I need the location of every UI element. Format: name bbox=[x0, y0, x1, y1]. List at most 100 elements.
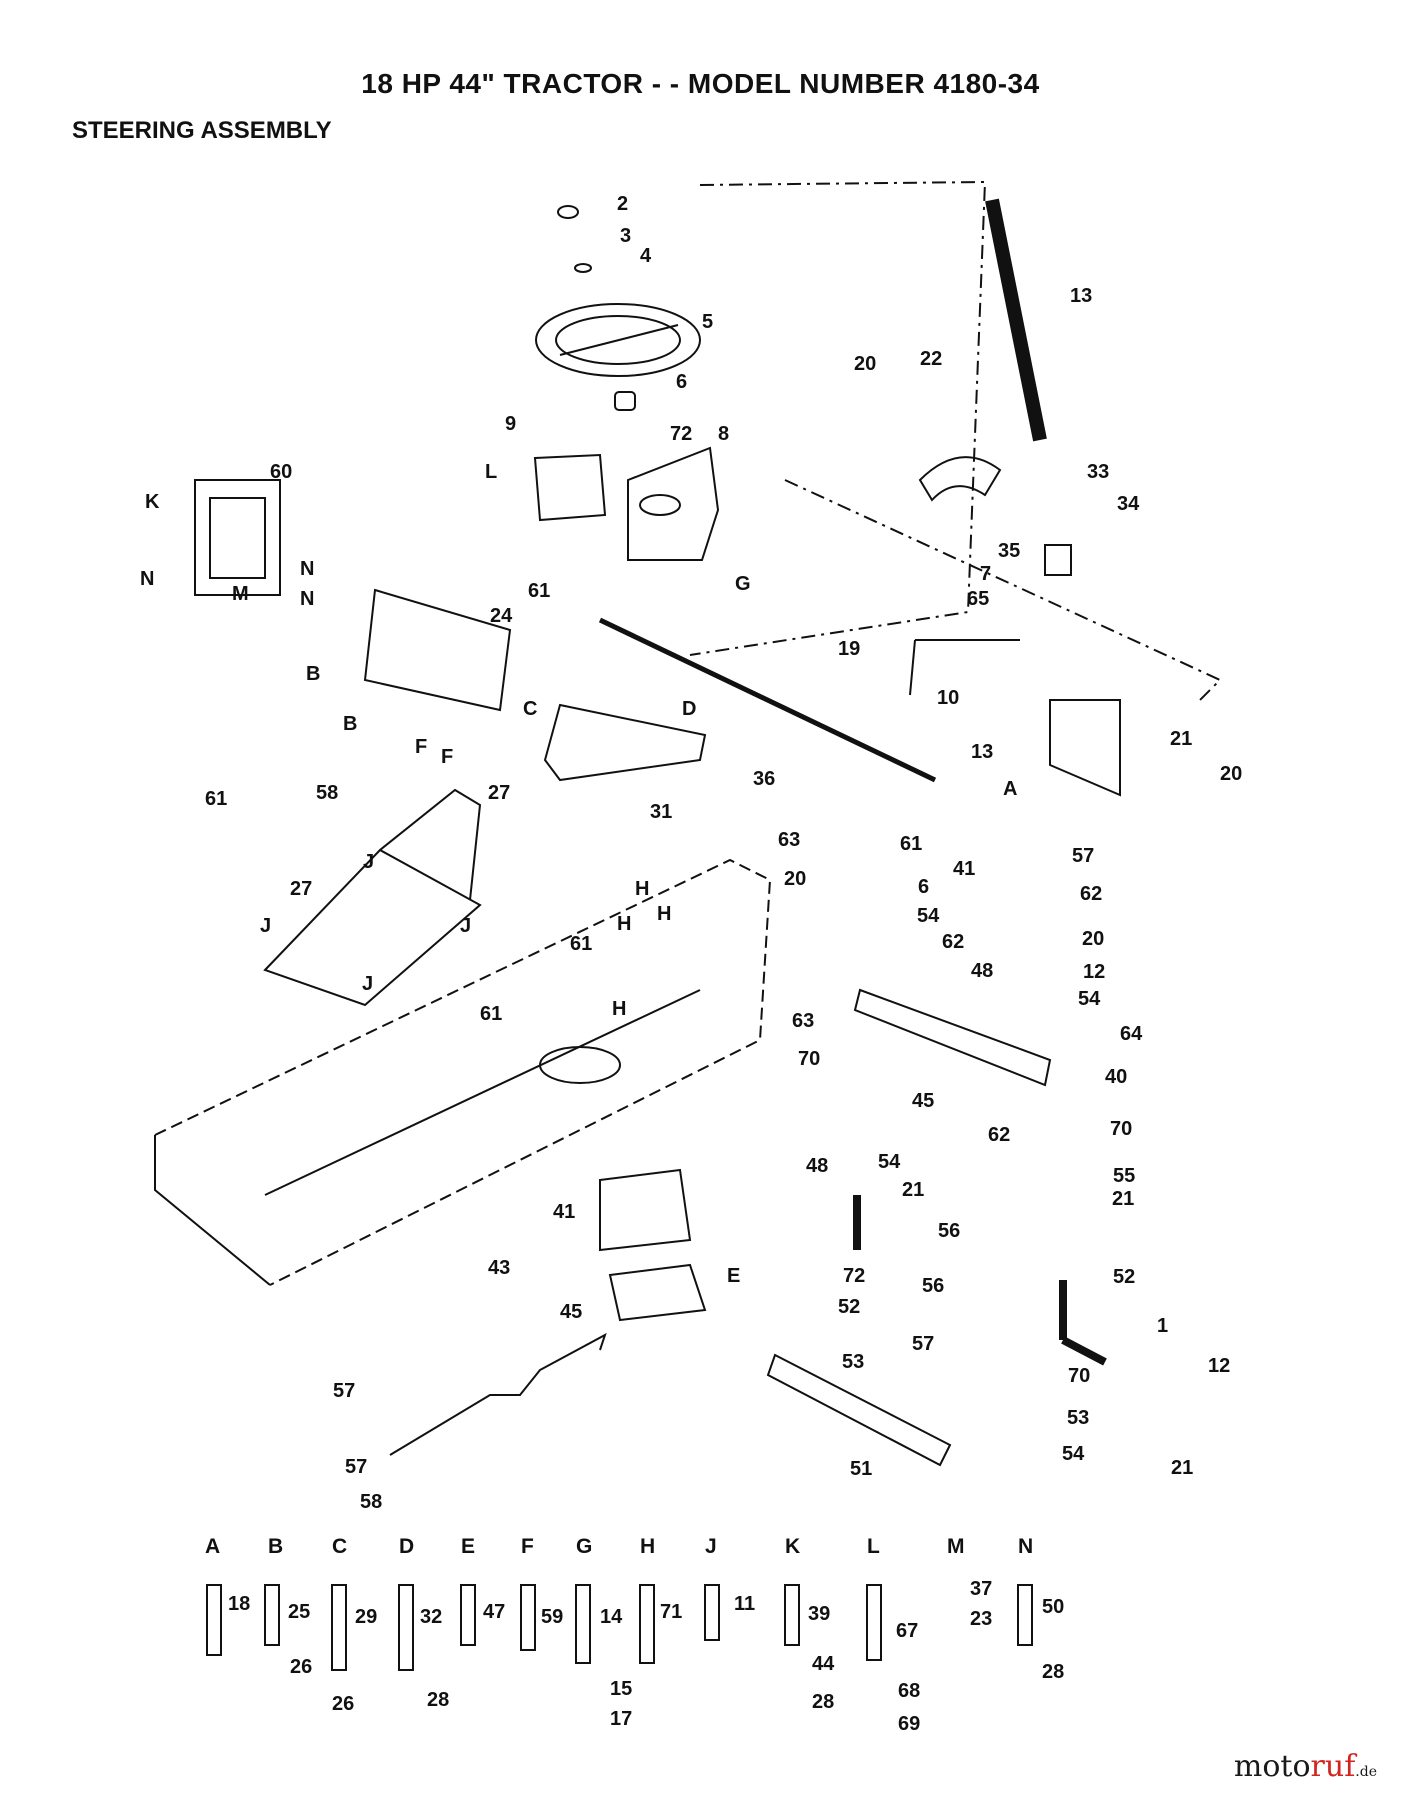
callout: 43 bbox=[488, 1257, 510, 1279]
svg-text:J: J bbox=[460, 915, 471, 937]
reference-letters: K N N N M B B L G C D F F J J J J H H H … bbox=[140, 461, 1017, 1287]
svg-text:H: H bbox=[657, 903, 671, 925]
callout: 1 bbox=[1157, 1315, 1168, 1337]
svg-text:J: J bbox=[363, 851, 374, 873]
svg-text:G: G bbox=[735, 573, 751, 595]
svg-text:28: 28 bbox=[427, 1689, 449, 1711]
callout: 6 bbox=[918, 876, 929, 898]
callout: 31 bbox=[650, 801, 672, 823]
frame-rail bbox=[154, 858, 772, 1286]
callout: 3 bbox=[620, 225, 631, 247]
callout: 7 bbox=[980, 563, 991, 585]
svg-text:H: H bbox=[640, 1535, 655, 1558]
svg-text:N: N bbox=[300, 558, 314, 580]
callout: 45 bbox=[912, 1090, 934, 1112]
callout: 61 bbox=[570, 933, 592, 955]
svg-text:18: 18 bbox=[228, 1593, 250, 1615]
callout: 34 bbox=[1117, 493, 1140, 515]
callout: 70 bbox=[798, 1048, 820, 1070]
washer bbox=[574, 263, 592, 273]
svg-text:C: C bbox=[523, 698, 537, 720]
callout: 62 bbox=[942, 931, 964, 953]
callout: 72 bbox=[843, 1265, 865, 1287]
svg-text:M: M bbox=[947, 1535, 965, 1558]
svg-text:H: H bbox=[617, 913, 631, 935]
callout: 54 bbox=[1062, 1443, 1085, 1465]
dash-guide bbox=[784, 479, 1222, 701]
callout: 54 bbox=[917, 905, 940, 927]
steering-arm bbox=[909, 639, 1020, 696]
callout: 20 bbox=[854, 353, 876, 375]
callout: 53 bbox=[842, 1351, 864, 1373]
callout: 57 bbox=[1072, 845, 1094, 867]
callout: 20 bbox=[1220, 763, 1242, 785]
callout: 6 bbox=[676, 371, 687, 393]
svg-text:C: C bbox=[332, 1535, 347, 1558]
callout-labels: 2 3 4 5 6 72 8 9 13 20 22 33 34 35 7 65 … bbox=[205, 193, 1242, 1513]
callout: 24 bbox=[490, 605, 513, 627]
site-logo: motoruf.de bbox=[1233, 1749, 1377, 1784]
svg-text:D: D bbox=[399, 1535, 414, 1558]
svg-text:N: N bbox=[140, 568, 154, 590]
callout: 5 bbox=[702, 311, 713, 333]
callout: 65 bbox=[967, 588, 989, 610]
svg-text:E: E bbox=[461, 1535, 475, 1558]
svg-text:67: 67 bbox=[896, 1620, 918, 1642]
callout: 55 bbox=[1113, 1165, 1135, 1187]
svg-text:D: D bbox=[682, 698, 696, 720]
callout: 12 bbox=[1083, 961, 1105, 983]
callout: 58 bbox=[316, 782, 338, 804]
svg-text:28: 28 bbox=[1042, 1661, 1064, 1683]
svg-text:71: 71 bbox=[660, 1601, 682, 1623]
svg-text:L: L bbox=[485, 461, 497, 483]
callout: 2 bbox=[617, 193, 628, 215]
steering-shaft bbox=[985, 198, 1047, 442]
svg-text:J: J bbox=[705, 1535, 717, 1558]
callout: 70 bbox=[1068, 1365, 1090, 1387]
callout: 60 bbox=[270, 461, 292, 483]
callout: 51 bbox=[850, 1458, 872, 1480]
callout: 45 bbox=[560, 1301, 582, 1323]
callout: 22 bbox=[920, 348, 942, 370]
svg-text:44: 44 bbox=[812, 1653, 835, 1675]
callout: 62 bbox=[1080, 883, 1102, 905]
drag-link bbox=[598, 617, 937, 783]
svg-text:J: J bbox=[260, 915, 271, 937]
callout: 61 bbox=[205, 788, 227, 810]
callout: 9 bbox=[505, 413, 516, 435]
svg-text:E: E bbox=[727, 1265, 740, 1287]
svg-text:M: M bbox=[232, 583, 249, 605]
callout: 4 bbox=[640, 245, 652, 267]
callout: 54 bbox=[878, 1151, 901, 1173]
callout: 8 bbox=[718, 423, 729, 445]
hardware-bolts bbox=[206, 1584, 1033, 1671]
svg-text:F: F bbox=[441, 746, 453, 768]
svg-text:28: 28 bbox=[812, 1691, 834, 1713]
callout: 12 bbox=[1208, 1355, 1230, 1377]
svg-text:15: 15 bbox=[610, 1678, 632, 1700]
section-title: STEERING ASSEMBLY bbox=[72, 117, 332, 144]
svg-text:B: B bbox=[268, 1535, 283, 1558]
svg-text:B: B bbox=[343, 713, 357, 735]
console bbox=[627, 446, 720, 561]
svg-text:K: K bbox=[145, 491, 160, 513]
svg-text:29: 29 bbox=[355, 1606, 377, 1628]
svg-text:K: K bbox=[785, 1535, 800, 1558]
panel-24 bbox=[363, 588, 512, 712]
callout: 57 bbox=[333, 1380, 355, 1402]
bracket-43 bbox=[608, 1263, 707, 1322]
svg-text:26: 26 bbox=[332, 1693, 354, 1715]
callout: 56 bbox=[938, 1220, 960, 1242]
dash-guide bbox=[689, 180, 987, 656]
steering-cap bbox=[557, 205, 579, 219]
bracket-9 bbox=[533, 453, 607, 522]
svg-text:37: 37 bbox=[970, 1578, 992, 1600]
callout: 70 bbox=[1110, 1118, 1132, 1140]
callout: 19 bbox=[838, 638, 860, 660]
sector-gear bbox=[918, 456, 1002, 502]
callout: 63 bbox=[778, 829, 800, 851]
callout: 72 bbox=[670, 423, 692, 445]
callout: 56 bbox=[922, 1275, 944, 1297]
callout: 57 bbox=[345, 1456, 367, 1478]
frame-rail bbox=[154, 1135, 271, 1286]
